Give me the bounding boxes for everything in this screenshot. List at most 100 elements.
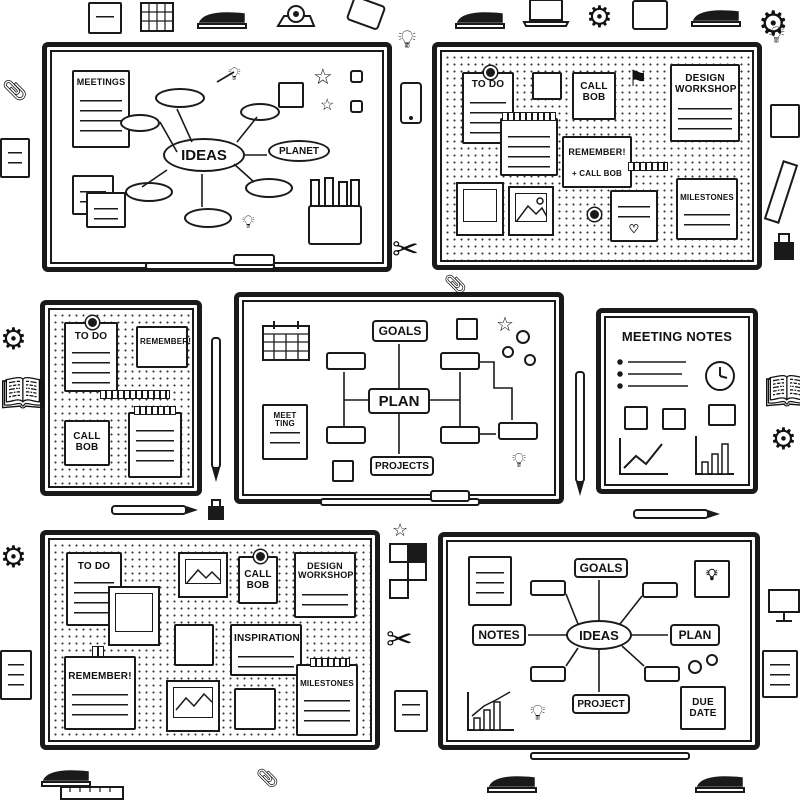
washi-tape <box>502 112 556 121</box>
note-small <box>532 72 562 100</box>
lightbulb-icon: 💡︎ <box>706 567 718 584</box>
cube-blocks-icon <box>386 540 436 615</box>
chart-photo <box>166 680 220 732</box>
notes-box: NOTES <box>472 624 526 646</box>
call-bob-note: CALL BOB <box>64 420 110 466</box>
ideas-hub: IDEAS <box>163 138 245 172</box>
square-shape <box>350 100 363 113</box>
design-workshop-note: DESIGN WORKSHOP <box>294 552 356 618</box>
gear-icon: ⚙ <box>0 541 27 574</box>
stapler-icon <box>690 6 742 33</box>
gear-icon: ⚙ <box>758 5 789 43</box>
small-note <box>662 408 686 430</box>
call-bob-label: CALL BOB <box>580 81 608 103</box>
empty-box <box>642 582 678 598</box>
mountain-icon <box>186 568 220 583</box>
circle-dot <box>688 660 702 674</box>
lightbulb-icon: 💡︎ <box>768 22 785 49</box>
circle-dot <box>524 354 536 366</box>
mountain-icon <box>516 197 546 221</box>
landscape-photo <box>178 552 228 598</box>
lightbulb-icon: 💡︎ <box>398 24 417 54</box>
folder-icon <box>770 104 800 138</box>
pen-icon <box>632 506 722 527</box>
projects-box: PROJECTS <box>370 456 434 476</box>
flag-icon: ⚑ <box>628 66 648 91</box>
empty-box <box>326 426 366 444</box>
remember-note: REMEMBER! <box>64 656 136 730</box>
lightbulb-icon: 💡︎ <box>530 700 546 725</box>
todo-label: TO DO <box>77 561 111 572</box>
washi-tape <box>628 162 668 171</box>
idea-bubble <box>155 88 205 108</box>
notebook-icon <box>0 138 30 178</box>
sticky-note <box>86 192 126 228</box>
bar-chart-icon <box>466 690 516 737</box>
clock-icon <box>704 360 736 397</box>
idea-bubble <box>120 114 160 132</box>
lightbulb-note: 💡︎ <box>694 560 730 598</box>
bar-chart-icon <box>694 434 736 481</box>
plan-label: PLAN <box>678 628 712 642</box>
todo-label: TO DO <box>74 331 108 342</box>
whiteboard-meeting-notes <box>596 308 758 494</box>
line-chart-icon <box>175 692 212 711</box>
design-workshop-label: DESIGN WORKSHOP <box>675 73 737 95</box>
star-icon: ☆ <box>313 64 333 89</box>
planet-label: PLANET <box>279 145 319 157</box>
inspiration-note: INSPIRATION <box>230 624 302 676</box>
star-icon: ☆ <box>496 314 514 336</box>
scissors-icon: ✂ <box>386 621 413 657</box>
eraser <box>233 254 275 266</box>
idea-bubble <box>240 103 280 121</box>
plan-box: PLAN <box>670 624 720 646</box>
ideas-arrows <box>528 580 668 692</box>
small-note <box>332 460 354 482</box>
pushpin-icon <box>254 550 267 563</box>
meetings-note: MEETINGS <box>72 70 130 148</box>
marker-tray <box>145 262 275 270</box>
open-book-icon: 📖︎ <box>0 372 46 413</box>
pen-icon <box>110 502 200 523</box>
heart-note: ♡ <box>610 190 658 242</box>
notes-label: NOTES <box>478 628 520 642</box>
ink-bottle-icon <box>772 232 796 267</box>
marker-tray <box>320 498 480 506</box>
ink-bottle-icon <box>206 498 226 527</box>
remember-label: REMEMBER! <box>140 337 192 346</box>
pen-icon <box>208 336 224 491</box>
meeting-note: MEET TING <box>262 404 308 460</box>
ideas-hub: IDEAS <box>566 620 632 650</box>
milestones-label: MILESTONES <box>680 193 734 202</box>
paperclip-icon: 📎︎ <box>2 80 28 102</box>
stapler-icon <box>40 766 92 793</box>
planet-bubble: PLANET <box>268 140 330 162</box>
lightbulb-icon: 💡︎ <box>512 450 526 472</box>
star-icon: ☆ <box>320 97 335 114</box>
plan-hub-label: PLAN <box>378 392 420 410</box>
todo-label: TO DO <box>471 79 505 90</box>
star-icon: ☆ <box>392 520 409 540</box>
washi-tape <box>134 406 176 415</box>
todo-note: TO DO <box>64 322 118 392</box>
projects-label: PROJECTS <box>375 460 429 472</box>
plan-arrows <box>343 344 513 454</box>
line-chart-icon <box>618 436 670 481</box>
scissors-icon: ✂ <box>392 231 419 267</box>
checklist-note <box>468 556 512 606</box>
eraser <box>430 490 470 502</box>
stapler-icon <box>694 772 746 799</box>
empty-box <box>326 352 366 370</box>
milestones-note: MILESTONES <box>676 178 738 240</box>
laptop-icon <box>522 0 570 31</box>
open-book-icon: 📖︎ <box>764 370 800 411</box>
remember-note: REMEMBER! + CALL BOB <box>562 136 632 188</box>
stapler-icon <box>454 8 506 35</box>
remember-label: REMEMBER! <box>68 671 132 682</box>
task-list-note <box>500 118 558 176</box>
washi-tape <box>310 658 350 667</box>
call-bob-note: CALL BOB <box>572 72 616 120</box>
milestones-note: MILESTONES <box>296 664 358 736</box>
notebook-icon <box>0 650 32 700</box>
design-workshop-label: DESIGN WORKSHOP <box>298 561 354 581</box>
